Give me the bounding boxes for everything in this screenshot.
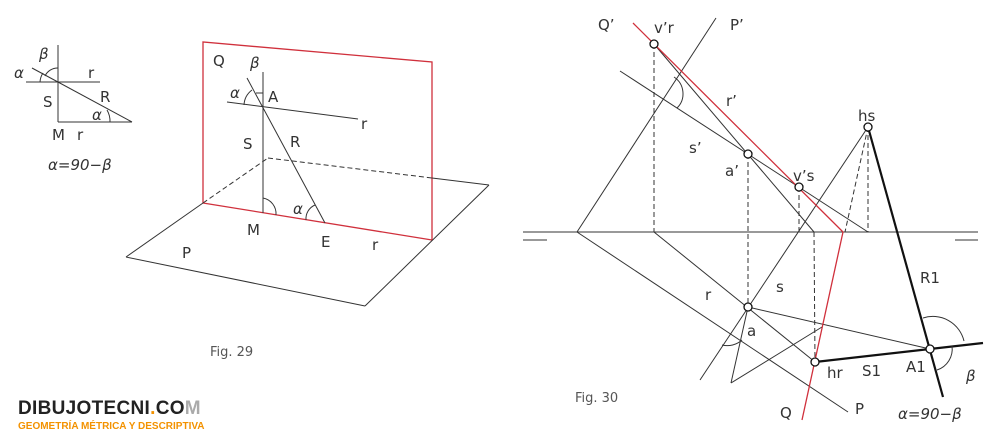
label-r: r bbox=[705, 286, 712, 304]
label-r: r bbox=[88, 64, 95, 82]
label-ap: a’ bbox=[725, 162, 739, 180]
point-hs bbox=[863, 122, 873, 132]
label-vps: v’s bbox=[793, 167, 815, 185]
label-Q: Q bbox=[213, 52, 225, 70]
label-S1: S1 bbox=[862, 362, 881, 380]
fig29-caption: Fig. 29 bbox=[210, 345, 253, 360]
label-beta: β bbox=[38, 45, 49, 63]
label-M: M bbox=[52, 126, 65, 144]
formula: α=90−β bbox=[48, 156, 112, 174]
label-Q: Q bbox=[780, 404, 792, 422]
point-a bbox=[743, 302, 753, 312]
point-vps bbox=[794, 182, 804, 192]
label-sp: s’ bbox=[689, 139, 702, 157]
label-R1: R1 bbox=[920, 269, 940, 287]
label-A1: A1 bbox=[906, 358, 926, 376]
logo-subtitle: GEOMETRÍA MÉTRICA Y DESCRIPTIVA bbox=[18, 421, 205, 432]
label-s: s bbox=[776, 278, 784, 296]
fig29-planes: Q β α A r S R α M E r P Fig. 29 bbox=[125, 41, 490, 360]
site-logo: DIBUJOTECNI.COM GEOMETRÍA MÉTRICA Y DESC… bbox=[18, 398, 205, 432]
label-P: P bbox=[182, 244, 191, 262]
label-S: S bbox=[43, 93, 53, 111]
label-beta: β bbox=[965, 367, 976, 385]
label-beta: β bbox=[249, 54, 260, 72]
point-ap bbox=[743, 149, 753, 159]
label-Qp: Q’ bbox=[598, 16, 615, 34]
label-A: A bbox=[268, 88, 279, 106]
point-vpr bbox=[649, 39, 659, 49]
point-hr bbox=[810, 357, 820, 367]
label-vpr: v’r bbox=[654, 19, 675, 37]
label-R: R bbox=[100, 88, 110, 106]
fig-small-triangle: α β r S R α M r α=90−β bbox=[14, 45, 133, 174]
label-S: S bbox=[243, 135, 253, 153]
label-P: P bbox=[855, 400, 864, 418]
label-hr: hr bbox=[827, 364, 844, 382]
fig30-projection: Q’ v’r P’ r’ s’ a’ v’s hs R1 r s a hr S1… bbox=[523, 16, 984, 423]
label-r: r bbox=[361, 115, 368, 133]
logo-co: CO bbox=[155, 398, 185, 419]
logo-dot: . bbox=[150, 398, 156, 419]
label-alpha: α bbox=[230, 84, 240, 102]
logo-title: DIBUJOTECNI.COM bbox=[18, 398, 205, 420]
formula: α=90−β bbox=[898, 405, 962, 423]
label-hs: hs bbox=[858, 107, 876, 125]
fig30-caption: Fig. 30 bbox=[575, 391, 618, 406]
point-A1 bbox=[925, 344, 935, 354]
label-r: r bbox=[372, 236, 379, 254]
label-E: E bbox=[321, 233, 330, 251]
label-alpha: α bbox=[92, 106, 102, 124]
label-M: M bbox=[247, 221, 260, 239]
label-R: R bbox=[290, 133, 300, 151]
label-alpha: α bbox=[14, 64, 24, 82]
logo-name: DIBUJOTECNI bbox=[18, 398, 151, 419]
logo-m: M bbox=[184, 398, 201, 419]
label-a: a bbox=[747, 322, 756, 340]
label-r: r bbox=[77, 126, 84, 144]
label-Pp: P’ bbox=[730, 16, 744, 34]
label-rp: r’ bbox=[726, 92, 737, 110]
label-alpha: α bbox=[293, 200, 303, 218]
